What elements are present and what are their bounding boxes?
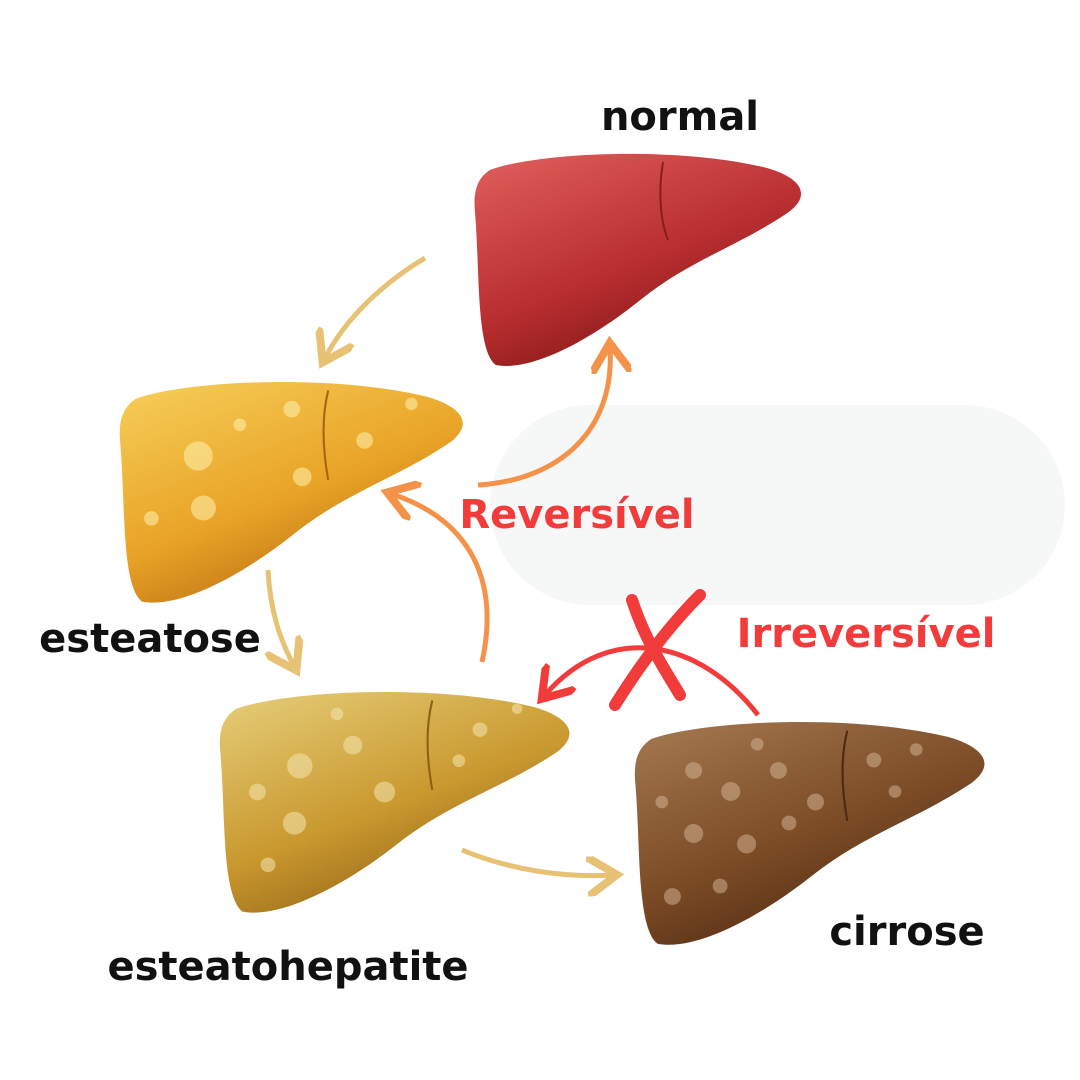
label-esteatose: esteatose bbox=[39, 616, 261, 662]
arrow-normal-to-esteatose bbox=[325, 255, 427, 358]
liver-cirrose bbox=[634, 722, 985, 945]
arrow-esteatohepatite-to-cirrose bbox=[461, 847, 612, 876]
liver-esteatohepatite bbox=[219, 692, 570, 913]
arrow-esteatose-to-esteatohepatite bbox=[268, 569, 294, 666]
label-normal: normal bbox=[601, 94, 759, 140]
label-esteatohepatite: esteatohepatite bbox=[107, 944, 468, 990]
label-reversible: Reversível bbox=[459, 492, 694, 538]
cross-x-icon bbox=[609, 589, 706, 711]
liver-normal bbox=[474, 153, 802, 366]
arrow-reversible-to-esteatose bbox=[392, 494, 490, 663]
background-pill bbox=[490, 405, 1065, 605]
label-cirrose: cirrose bbox=[829, 909, 984, 955]
label-irreversible: Irreversível bbox=[737, 611, 996, 657]
arrow-reversible-to-normal bbox=[477, 348, 610, 488]
liver-esteatose bbox=[119, 382, 463, 603]
